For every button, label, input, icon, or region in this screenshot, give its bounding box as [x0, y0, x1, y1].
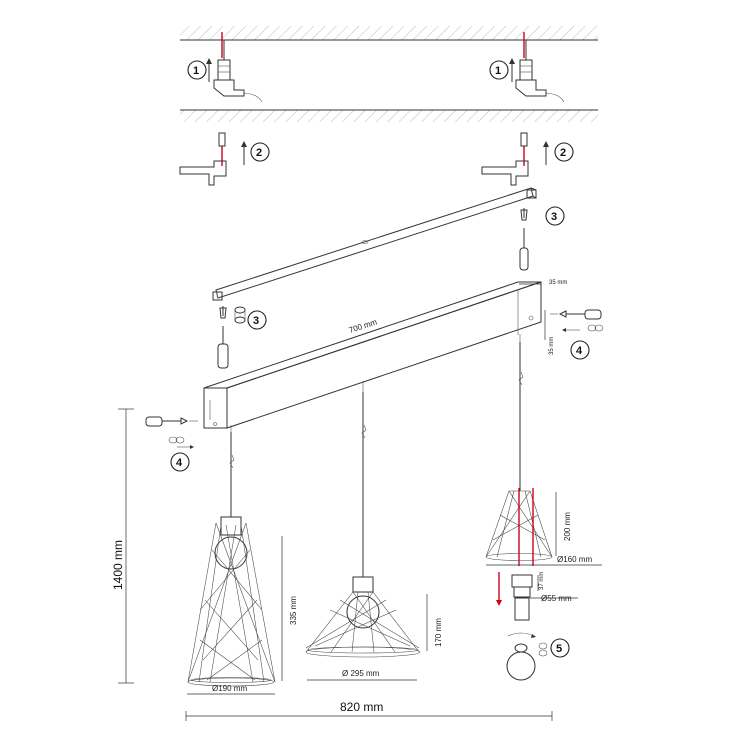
svg-text:3: 3 [253, 315, 259, 327]
dimension-total-width [185, 711, 553, 721]
step-badge-3-right: 3 [545, 206, 565, 226]
total-width-label: 820 mm [340, 700, 383, 714]
arrow-up-icon [241, 141, 247, 165]
light-bulb [506, 632, 548, 681]
svg-text:1: 1 [193, 65, 199, 77]
tall-shade-diameter-label: Ø190 mm [212, 684, 247, 693]
bar-depth-label: 35 mm [549, 280, 567, 286]
svg-text:4: 4 [576, 345, 583, 357]
svg-text:4: 4 [176, 457, 183, 469]
screwdriver-icon [217, 306, 229, 369]
step-badge-2-left: 2 [250, 142, 270, 162]
wall-plug-right [481, 132, 529, 186]
svg-text:2: 2 [560, 147, 566, 159]
canopy-bar [203, 281, 542, 432]
wall-plug-left [179, 132, 227, 186]
step-badge-2-right: 2 [554, 142, 574, 162]
step-badge-1-left: 1 [187, 60, 207, 80]
mounting-rail [212, 187, 537, 301]
small-shade-diameter-label: Ø160 mm [557, 555, 592, 564]
rotate-icon [168, 436, 194, 449]
arrow-up-icon [509, 58, 515, 82]
small-wire-shade [485, 488, 553, 566]
dome-wire-shade [305, 576, 421, 658]
dome-shade-diameter-label: Ø 295 mm [342, 669, 380, 678]
svg-text:1: 1 [495, 65, 501, 77]
dimension-bar-depth [519, 283, 546, 340]
total-height-label: 1400 mm [111, 540, 125, 590]
wall-anchor-icon [234, 306, 246, 324]
svg-text:3: 3 [551, 211, 557, 223]
dome-shade-height-label: 170 mm [434, 618, 443, 647]
screwdriver-icon [550, 309, 602, 320]
dimension-total-height [118, 408, 134, 684]
dimension-small-shade [486, 492, 602, 566]
step-badge-5: 5 [550, 638, 570, 658]
screwdriver-icon [145, 416, 198, 427]
drill-left [213, 32, 263, 103]
small-shade-height-label: 200 mm [563, 512, 572, 541]
ceiling [180, 26, 598, 122]
step-badge-3-left: 3 [247, 310, 267, 330]
step-badge-4-left: 4 [170, 452, 190, 472]
socket-diameter-label: Ø55 mm [541, 594, 572, 603]
tall-shade-height-label: 335 mm [289, 596, 298, 625]
step-badge-4-right: 4 [570, 340, 590, 360]
svg-text:5: 5 [556, 643, 562, 655]
bar-height-label: 35 mm [549, 337, 555, 355]
bar-length-label: 700 mm [348, 317, 379, 335]
svg-text:2: 2 [256, 147, 262, 159]
dimension-dome-shade [307, 594, 428, 681]
dimension-tall-shade [187, 536, 283, 695]
step-badge-1-right: 1 [489, 60, 509, 80]
arrow-up-icon [206, 58, 212, 82]
arrow-up-icon [543, 141, 549, 165]
socket-height-label: 37 mm [539, 572, 545, 590]
rotate-icon [562, 324, 604, 332]
drill-right [515, 32, 565, 103]
tall-wire-shade [187, 516, 276, 687]
screwdriver-icon [519, 208, 529, 271]
lamp-socket [496, 572, 578, 621]
pendant-cables [229, 342, 524, 577]
